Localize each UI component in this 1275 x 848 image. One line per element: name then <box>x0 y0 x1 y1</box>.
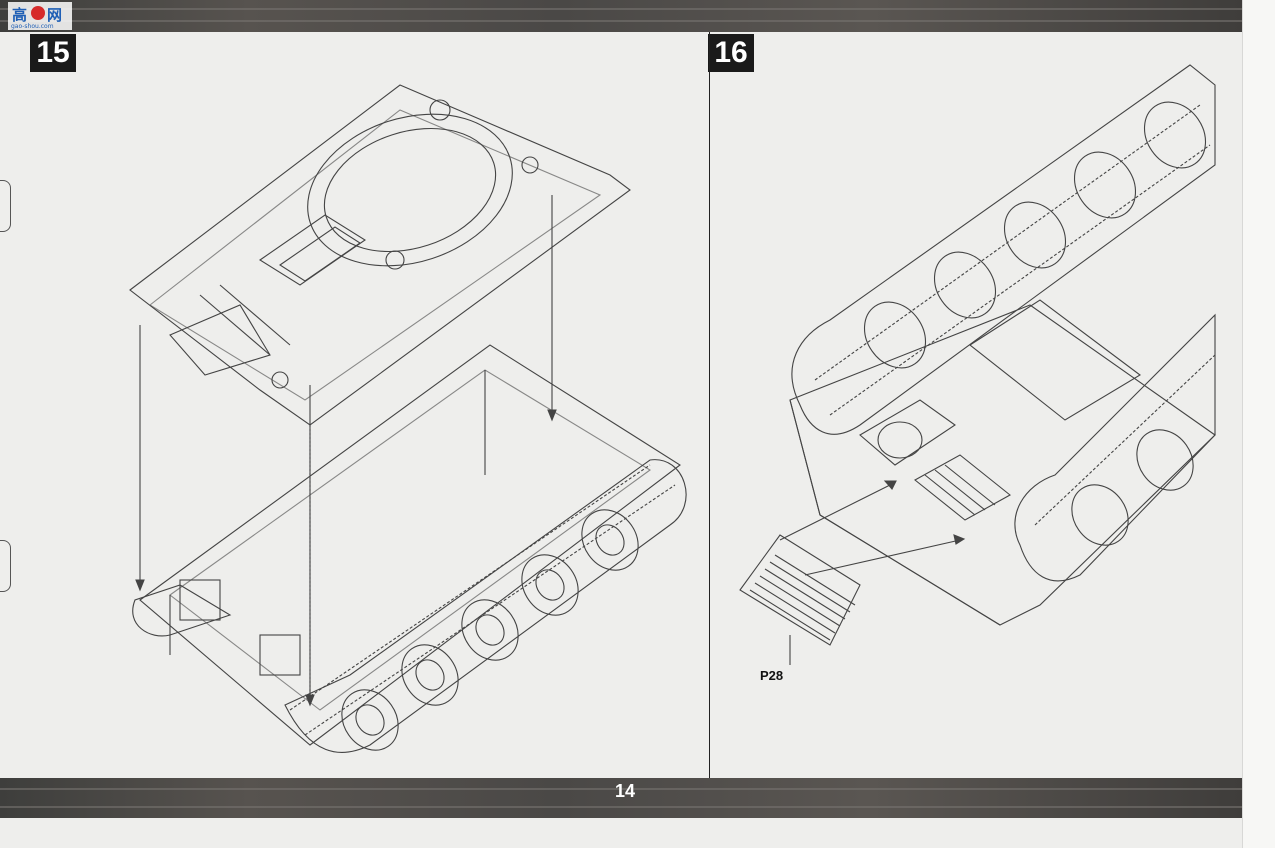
step-16-assembly-diagram <box>739 64 1216 665</box>
top-header-band <box>0 0 1242 32</box>
watermark-logo-icon: 高 网 gao-shou.com <box>8 2 72 30</box>
watermark-logo: 高 网 gao-shou.com <box>8 2 72 30</box>
assembly-arrow <box>779 484 891 541</box>
panel-divider <box>709 32 710 778</box>
assembly-arrow <box>804 539 961 576</box>
grille-area <box>914 454 1011 521</box>
upper-track <box>791 64 1216 435</box>
part-label-p28: P28 <box>760 668 784 683</box>
upper-hull-outline <box>129 84 631 426</box>
rear-hull-body <box>789 304 1216 626</box>
binding-mark <box>0 180 11 232</box>
lower-track <box>1014 313 1216 582</box>
lower-hull-outline <box>139 344 681 746</box>
page-right-edge <box>1242 0 1275 848</box>
step-15-badge: 15 <box>30 34 76 72</box>
rear-plate-p28 <box>739 534 861 646</box>
step-16-badge: 16 <box>708 34 754 72</box>
svg-text:网: 网 <box>47 6 62 24</box>
page-number: 14 <box>614 781 636 801</box>
svg-text:高: 高 <box>12 6 27 24</box>
turret-ring <box>307 113 513 267</box>
right-track <box>284 459 687 753</box>
bottom-footer-band <box>0 778 1242 818</box>
binding-mark <box>0 540 11 592</box>
step-15-assembly-diagram <box>129 84 687 753</box>
svg-text:gao-shou.com: gao-shou.com <box>11 23 54 30</box>
